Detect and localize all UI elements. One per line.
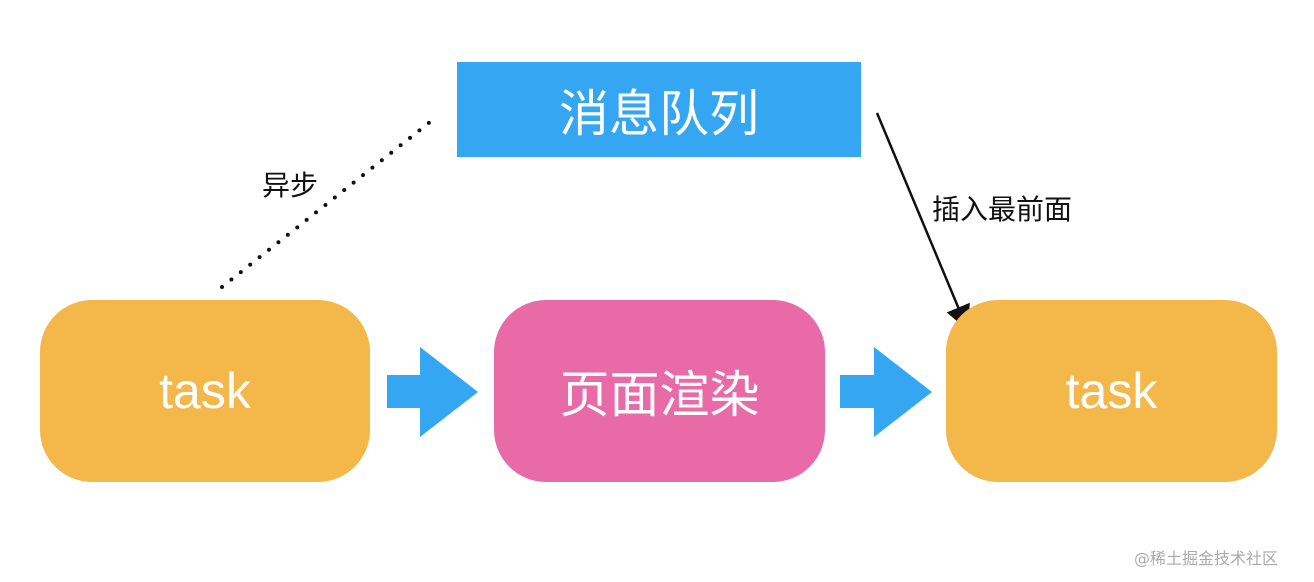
message-queue-node: 消息队列 (457, 62, 861, 157)
async-label: 异步 (262, 169, 319, 202)
insert-front-label: 插入最前面 (932, 193, 1073, 226)
message-queue-label: 消息队列 (559, 84, 759, 143)
insert-arrow (875, 112, 970, 331)
page-render-node: 页面渲染 (494, 300, 825, 482)
task-node-right: task (946, 300, 1277, 482)
task-left-label: task (159, 363, 251, 419)
task-node-left: task (40, 300, 370, 482)
flow-arrow-2 (840, 347, 932, 437)
watermark: @稀土掘金技术社区 (1134, 549, 1279, 568)
page-render-label: 页面渲染 (559, 366, 760, 424)
async-dotted-line (220, 120, 432, 289)
task-right-label: task (1065, 363, 1158, 419)
flow-arrow-1 (387, 347, 478, 437)
